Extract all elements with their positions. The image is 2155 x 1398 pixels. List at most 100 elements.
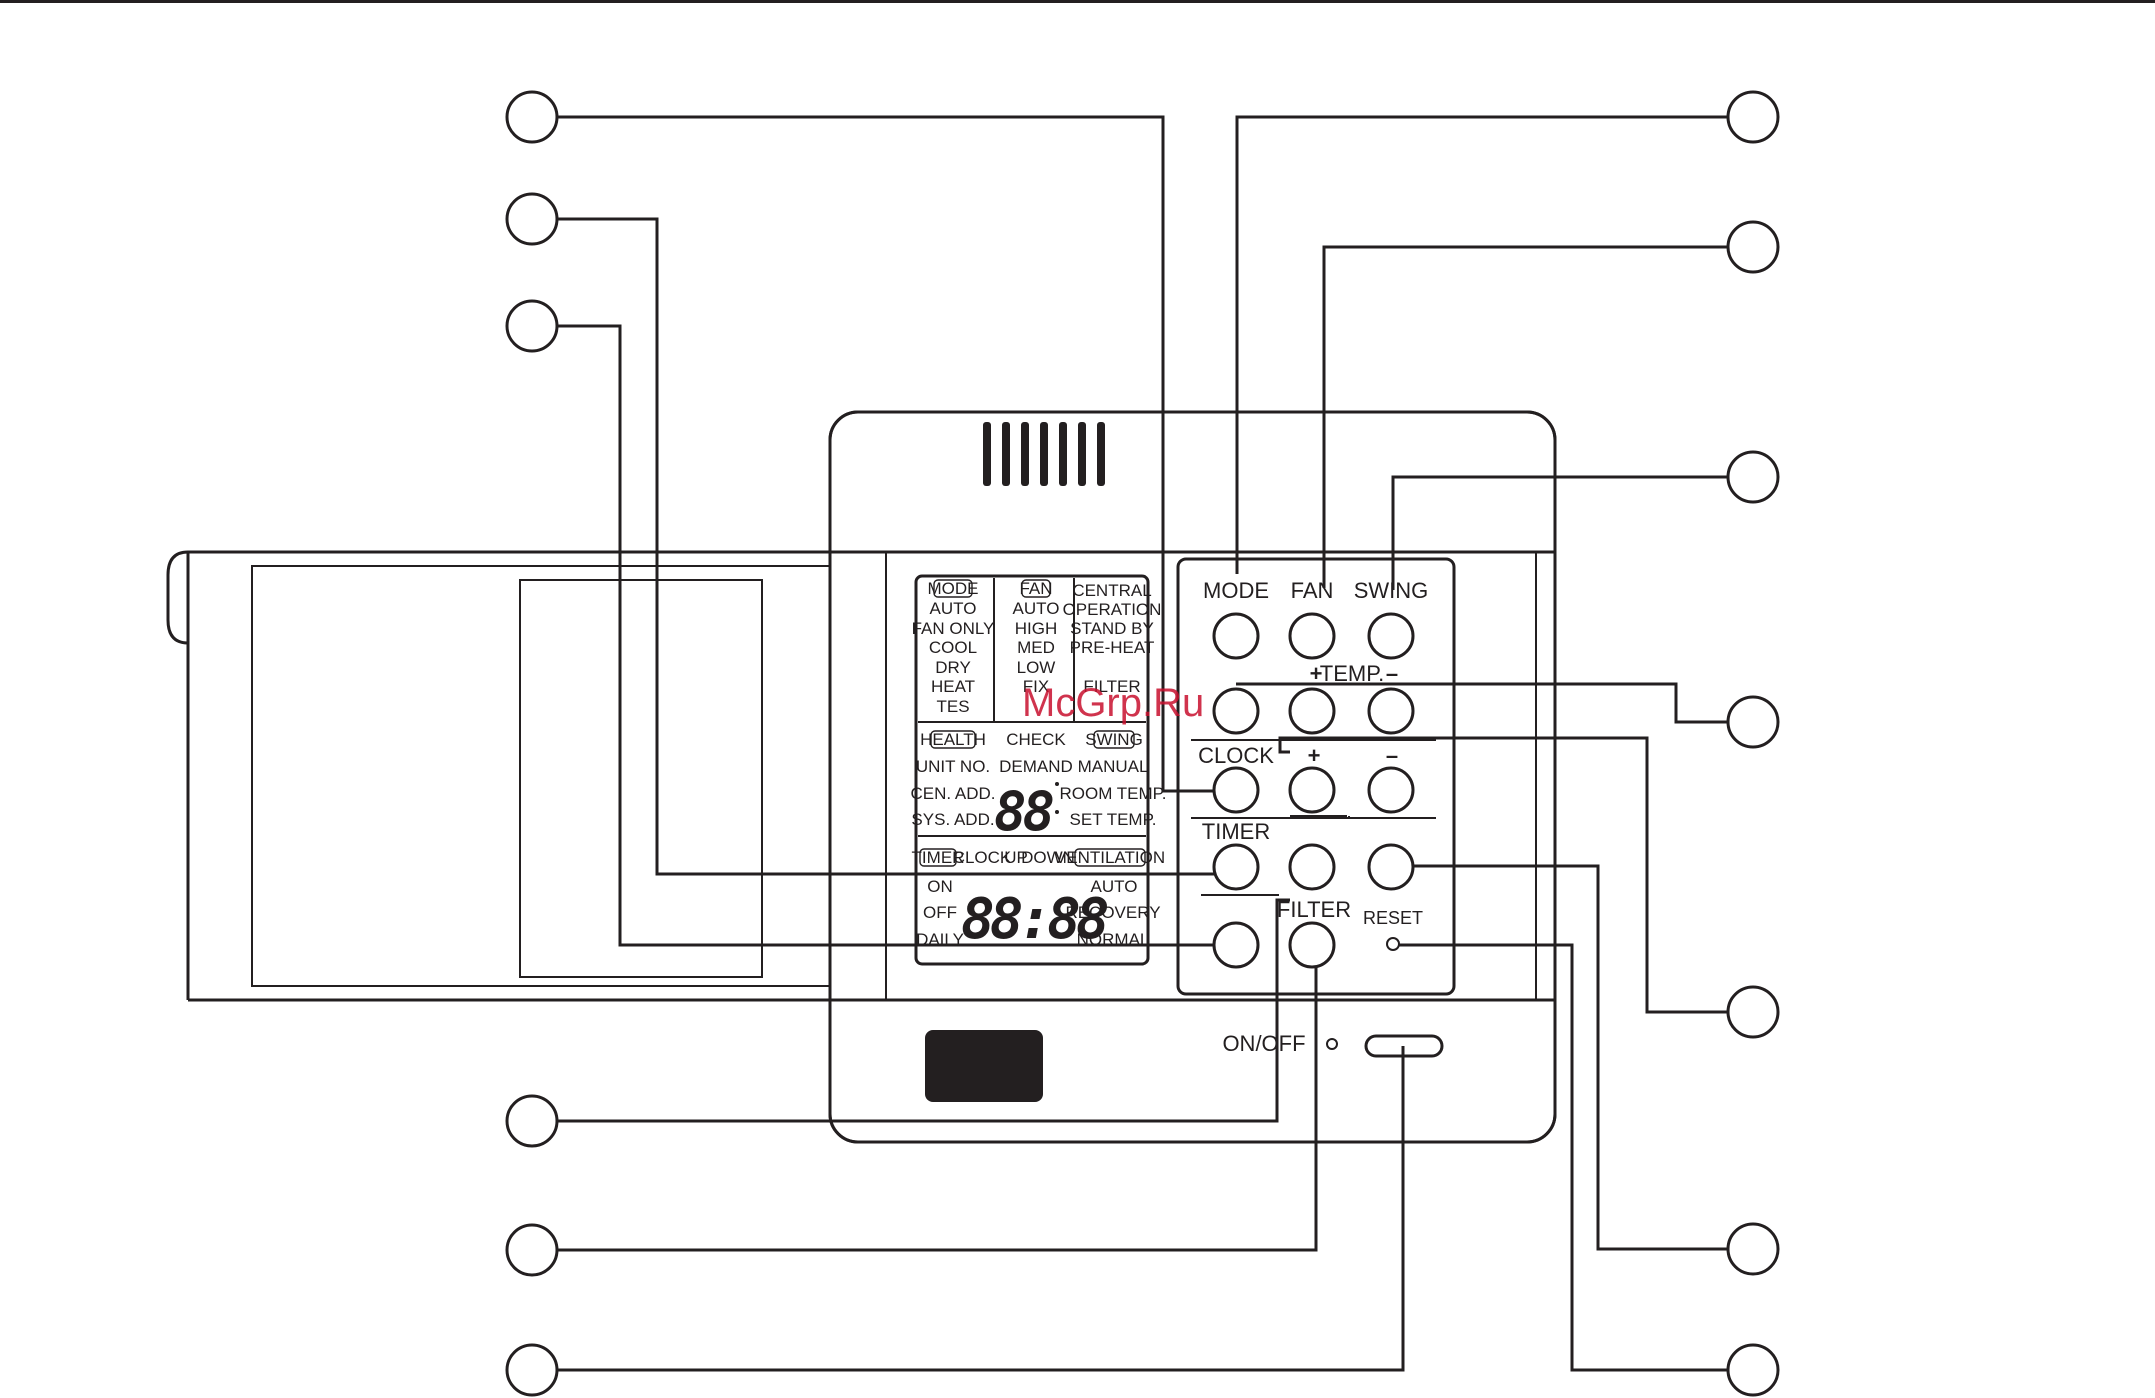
callout-circle-l1 <box>505 90 559 144</box>
clock-minus-label: – <box>1386 743 1398 768</box>
timer-off-label: OFF <box>923 903 957 922</box>
swing-button-label: SWING <box>1354 578 1429 603</box>
callout-line-l3 <box>557 324 1214 947</box>
vent-recovery-label: RECOVERY <box>1065 903 1160 922</box>
filter-button[interactable] <box>1288 921 1336 969</box>
mode-item-tes: TES <box>936 697 969 716</box>
on-off-indicator <box>1326 1038 1338 1050</box>
fan-button-label: FAN <box>1291 578 1334 603</box>
temp-degree-dot-bottom <box>1055 810 1059 814</box>
clock-up-button[interactable] <box>1288 766 1336 814</box>
controller-band <box>186 550 1555 1002</box>
speaker-grille <box>983 422 1105 486</box>
callout-line-r6 <box>1413 864 1728 1251</box>
status-operation: OPERATION <box>1063 600 1162 619</box>
band-inner-window <box>519 579 763 978</box>
callout-line-filter-row <box>1348 816 1436 819</box>
fan-item-auto: AUTO <box>1013 599 1060 618</box>
button-panel: MODE FAN SWING + TEMP. – CLOCK + – TIMER… <box>1176 557 1456 996</box>
mode-header-box <box>933 579 973 598</box>
room-temp-label: ROOM TEMP. <box>1059 784 1166 803</box>
callout-line-r4 <box>1236 682 1728 724</box>
callout-circle-r1 <box>1726 90 1780 144</box>
reset-button[interactable] <box>1386 937 1400 951</box>
clock-down-button[interactable] <box>1367 766 1415 814</box>
callout-circle-r4 <box>1726 695 1780 749</box>
health-header-box <box>930 730 976 749</box>
timer-header-box <box>919 848 957 867</box>
callout-line-l1 <box>557 115 1214 793</box>
bottom-left-button[interactable] <box>1212 921 1260 969</box>
callout-circle-r3 <box>1726 450 1780 504</box>
callout-line-r1 <box>1235 115 1728 574</box>
clock-digits: 88:88 <box>961 887 1108 952</box>
status-pre-heat: PRE-HEAT <box>1070 638 1155 657</box>
mode-header: MODE <box>928 579 979 598</box>
mode-item-dry: DRY <box>935 658 971 677</box>
vent-auto-label: AUTO <box>1091 877 1138 896</box>
callout-circle-r7 <box>1726 1343 1780 1397</box>
callout-line-r2 <box>1322 245 1728 588</box>
lcd-display: MODE AUTO FAN ONLY COOL DRY HEAT TES FAN… <box>910 574 1167 966</box>
timer-on-label: ON <box>927 877 953 896</box>
callout-circle-l4 <box>505 1094 559 1148</box>
controller-body <box>166 410 1557 1144</box>
temp-minus-label: – <box>1386 661 1398 686</box>
fan-item-fix: FIX <box>1023 677 1049 696</box>
cen-add-label: CEN. ADD. <box>910 784 995 803</box>
callout-circle-l5 <box>505 1223 559 1277</box>
manual-label: MANUAL <box>1078 757 1149 776</box>
callout-line-r3 <box>1391 475 1728 590</box>
band-inner-frame <box>251 565 831 987</box>
fan-header-box <box>1021 579 1051 598</box>
callout-line-r5 <box>1278 736 1728 1014</box>
callouts-left <box>505 90 1405 1397</box>
set-temp-label: SET TEMP. <box>1070 810 1157 829</box>
watermark: McGrp.Ru <box>1022 681 1204 725</box>
band-left-tab <box>166 550 189 645</box>
swing-button[interactable] <box>1367 612 1415 660</box>
lcd-down-label: DOWN <box>1021 848 1075 867</box>
mode-item-fan-only: FAN ONLY <box>912 619 995 638</box>
timer-button-label: TIMER <box>1202 819 1270 844</box>
receiver-window <box>925 1030 1043 1102</box>
fan-header: FAN <box>1019 579 1052 598</box>
status-stand-by: STAND BY <box>1070 619 1154 638</box>
callout-circle-r5 <box>1726 985 1780 1039</box>
callout-line-l4 <box>557 898 1290 1123</box>
status-filter: FILTER <box>1083 677 1140 696</box>
swing-header: SWING <box>1085 730 1143 749</box>
mode-button[interactable] <box>1212 612 1260 660</box>
mode-button-label: MODE <box>1203 578 1269 603</box>
callouts-right <box>1235 90 1780 1397</box>
status-central: CENTRAL <box>1072 581 1151 600</box>
temp-down-button[interactable] <box>1367 687 1415 735</box>
check-label: CHECK <box>1006 730 1066 749</box>
clock-plus-label: + <box>1308 743 1321 768</box>
timer-header: TIMER <box>912 848 965 867</box>
temp-up-button[interactable] <box>1288 687 1336 735</box>
row4-right-button[interactable] <box>1367 843 1415 891</box>
timer-button[interactable] <box>1212 843 1260 891</box>
callout-circle-l2 <box>505 192 559 246</box>
lcd-frame <box>914 574 1150 966</box>
row4-middle-button[interactable] <box>1288 843 1336 891</box>
clock-button[interactable] <box>1212 766 1260 814</box>
mode-item-auto: AUTO <box>930 599 977 618</box>
temp-label: TEMP. <box>1320 661 1384 686</box>
callout-line-l5 <box>557 967 1318 1252</box>
sys-add-label: SYS. ADD. <box>911 810 994 829</box>
temp-plus-label: + <box>1310 661 1323 686</box>
callout-circle-r6 <box>1726 1222 1780 1276</box>
unit-no-label: UNIT NO. <box>916 757 990 776</box>
reset-button-label: RESET <box>1363 908 1423 928</box>
fan-item-med: MED <box>1017 638 1055 657</box>
fan-button[interactable] <box>1288 612 1336 660</box>
row2-left-button[interactable] <box>1212 687 1260 735</box>
temp-digits: 88 <box>994 780 1053 843</box>
health-header: HEALTH <box>920 730 986 749</box>
mode-item-cool: COOL <box>929 638 977 657</box>
fan-item-low: LOW <box>1017 658 1056 677</box>
callout-circle-l3 <box>505 299 559 353</box>
